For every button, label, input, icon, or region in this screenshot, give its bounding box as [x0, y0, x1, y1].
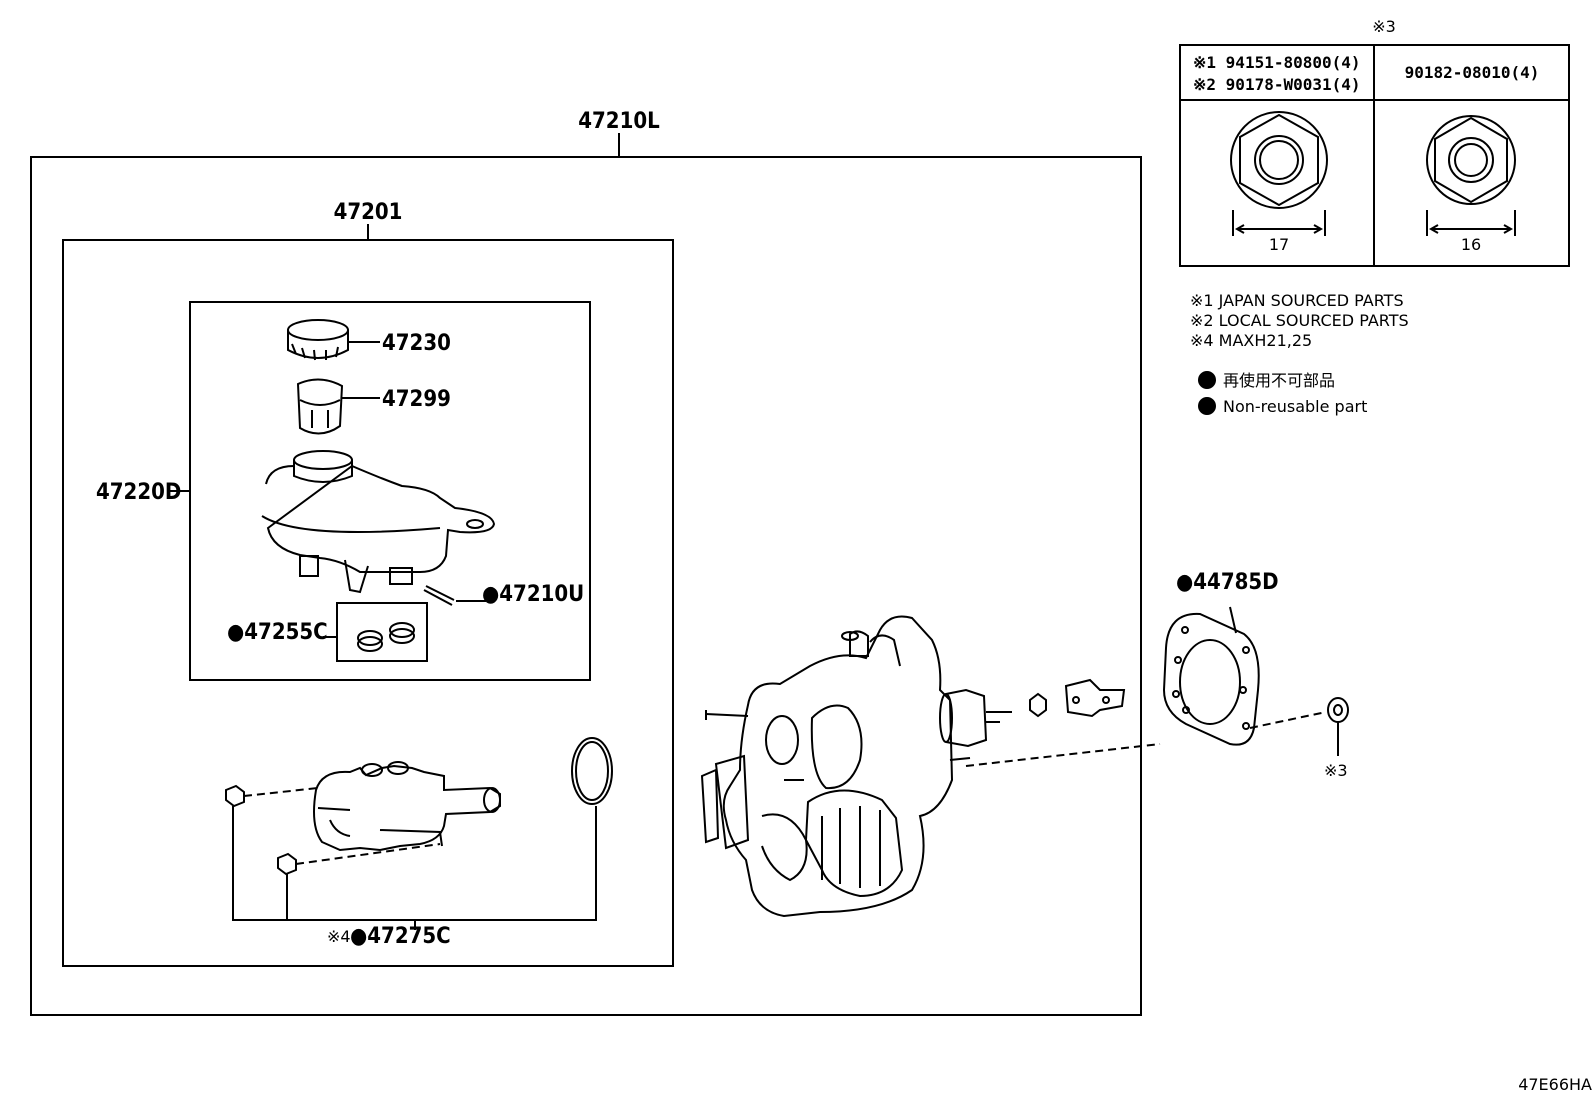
label-reservoir-group: 47220D: [96, 480, 181, 505]
note-4: ※4 MAXH21,25: [1190, 331, 1312, 350]
table-header-mark: ※3: [1372, 17, 1396, 36]
nut-small-icon: [225, 784, 297, 876]
label-assembly: 47210L: [578, 109, 660, 134]
reservoir-cap-icon: [287, 319, 380, 361]
label-ref3: ※3: [1324, 761, 1348, 780]
label-nut-kit-prefix: ※4: [327, 927, 351, 946]
legend-jp: 再使用不可部品: [1223, 371, 1335, 390]
flange-nut-small-icon: [1327, 697, 1349, 756]
label-master-cylinder: 47201: [334, 200, 403, 225]
assembly-frame: [30, 156, 1142, 1016]
label-grommet: ●47255C: [227, 620, 328, 645]
label-nut-kit: ●47275C: [350, 924, 451, 949]
table-right-part: 90182-08010(4): [1405, 63, 1540, 82]
legend-en: Non-reusable part: [1223, 397, 1367, 416]
o-ring-icon: [571, 737, 613, 805]
grommet-frame: [336, 602, 428, 662]
table-left-size: 17: [1269, 235, 1289, 254]
nut-icon: [1426, 115, 1516, 236]
label-cap: 47230: [382, 331, 451, 356]
table-left-line2: ※2 90178-W0031(4): [1193, 75, 1361, 94]
pin-icon: [423, 585, 486, 606]
master-cylinder-icon: [313, 761, 501, 852]
label-pin: ●47210U: [482, 582, 584, 607]
table-left-line1: ※1 94151-80800(4): [1193, 53, 1361, 72]
clevis-icon: [1029, 678, 1126, 718]
label-strainer: 47299: [382, 387, 451, 412]
grommet-icon: [323, 622, 415, 652]
flange-nut-icon: [1230, 111, 1328, 236]
note-1: ※1 JAPAN SOURCED PARTS: [1190, 291, 1404, 310]
note-2: ※2 LOCAL SOURCED PARTS: [1190, 311, 1409, 330]
strainer-icon: [296, 378, 380, 435]
label-gasket: ●44785D: [1176, 570, 1279, 595]
gasket-icon: [1162, 606, 1260, 746]
image-code: 47E66HA: [1518, 1075, 1592, 1094]
brake-booster-icon: [700, 615, 1012, 918]
reservoir-icon: [261, 450, 496, 594]
table-right-size: 16: [1461, 235, 1481, 254]
